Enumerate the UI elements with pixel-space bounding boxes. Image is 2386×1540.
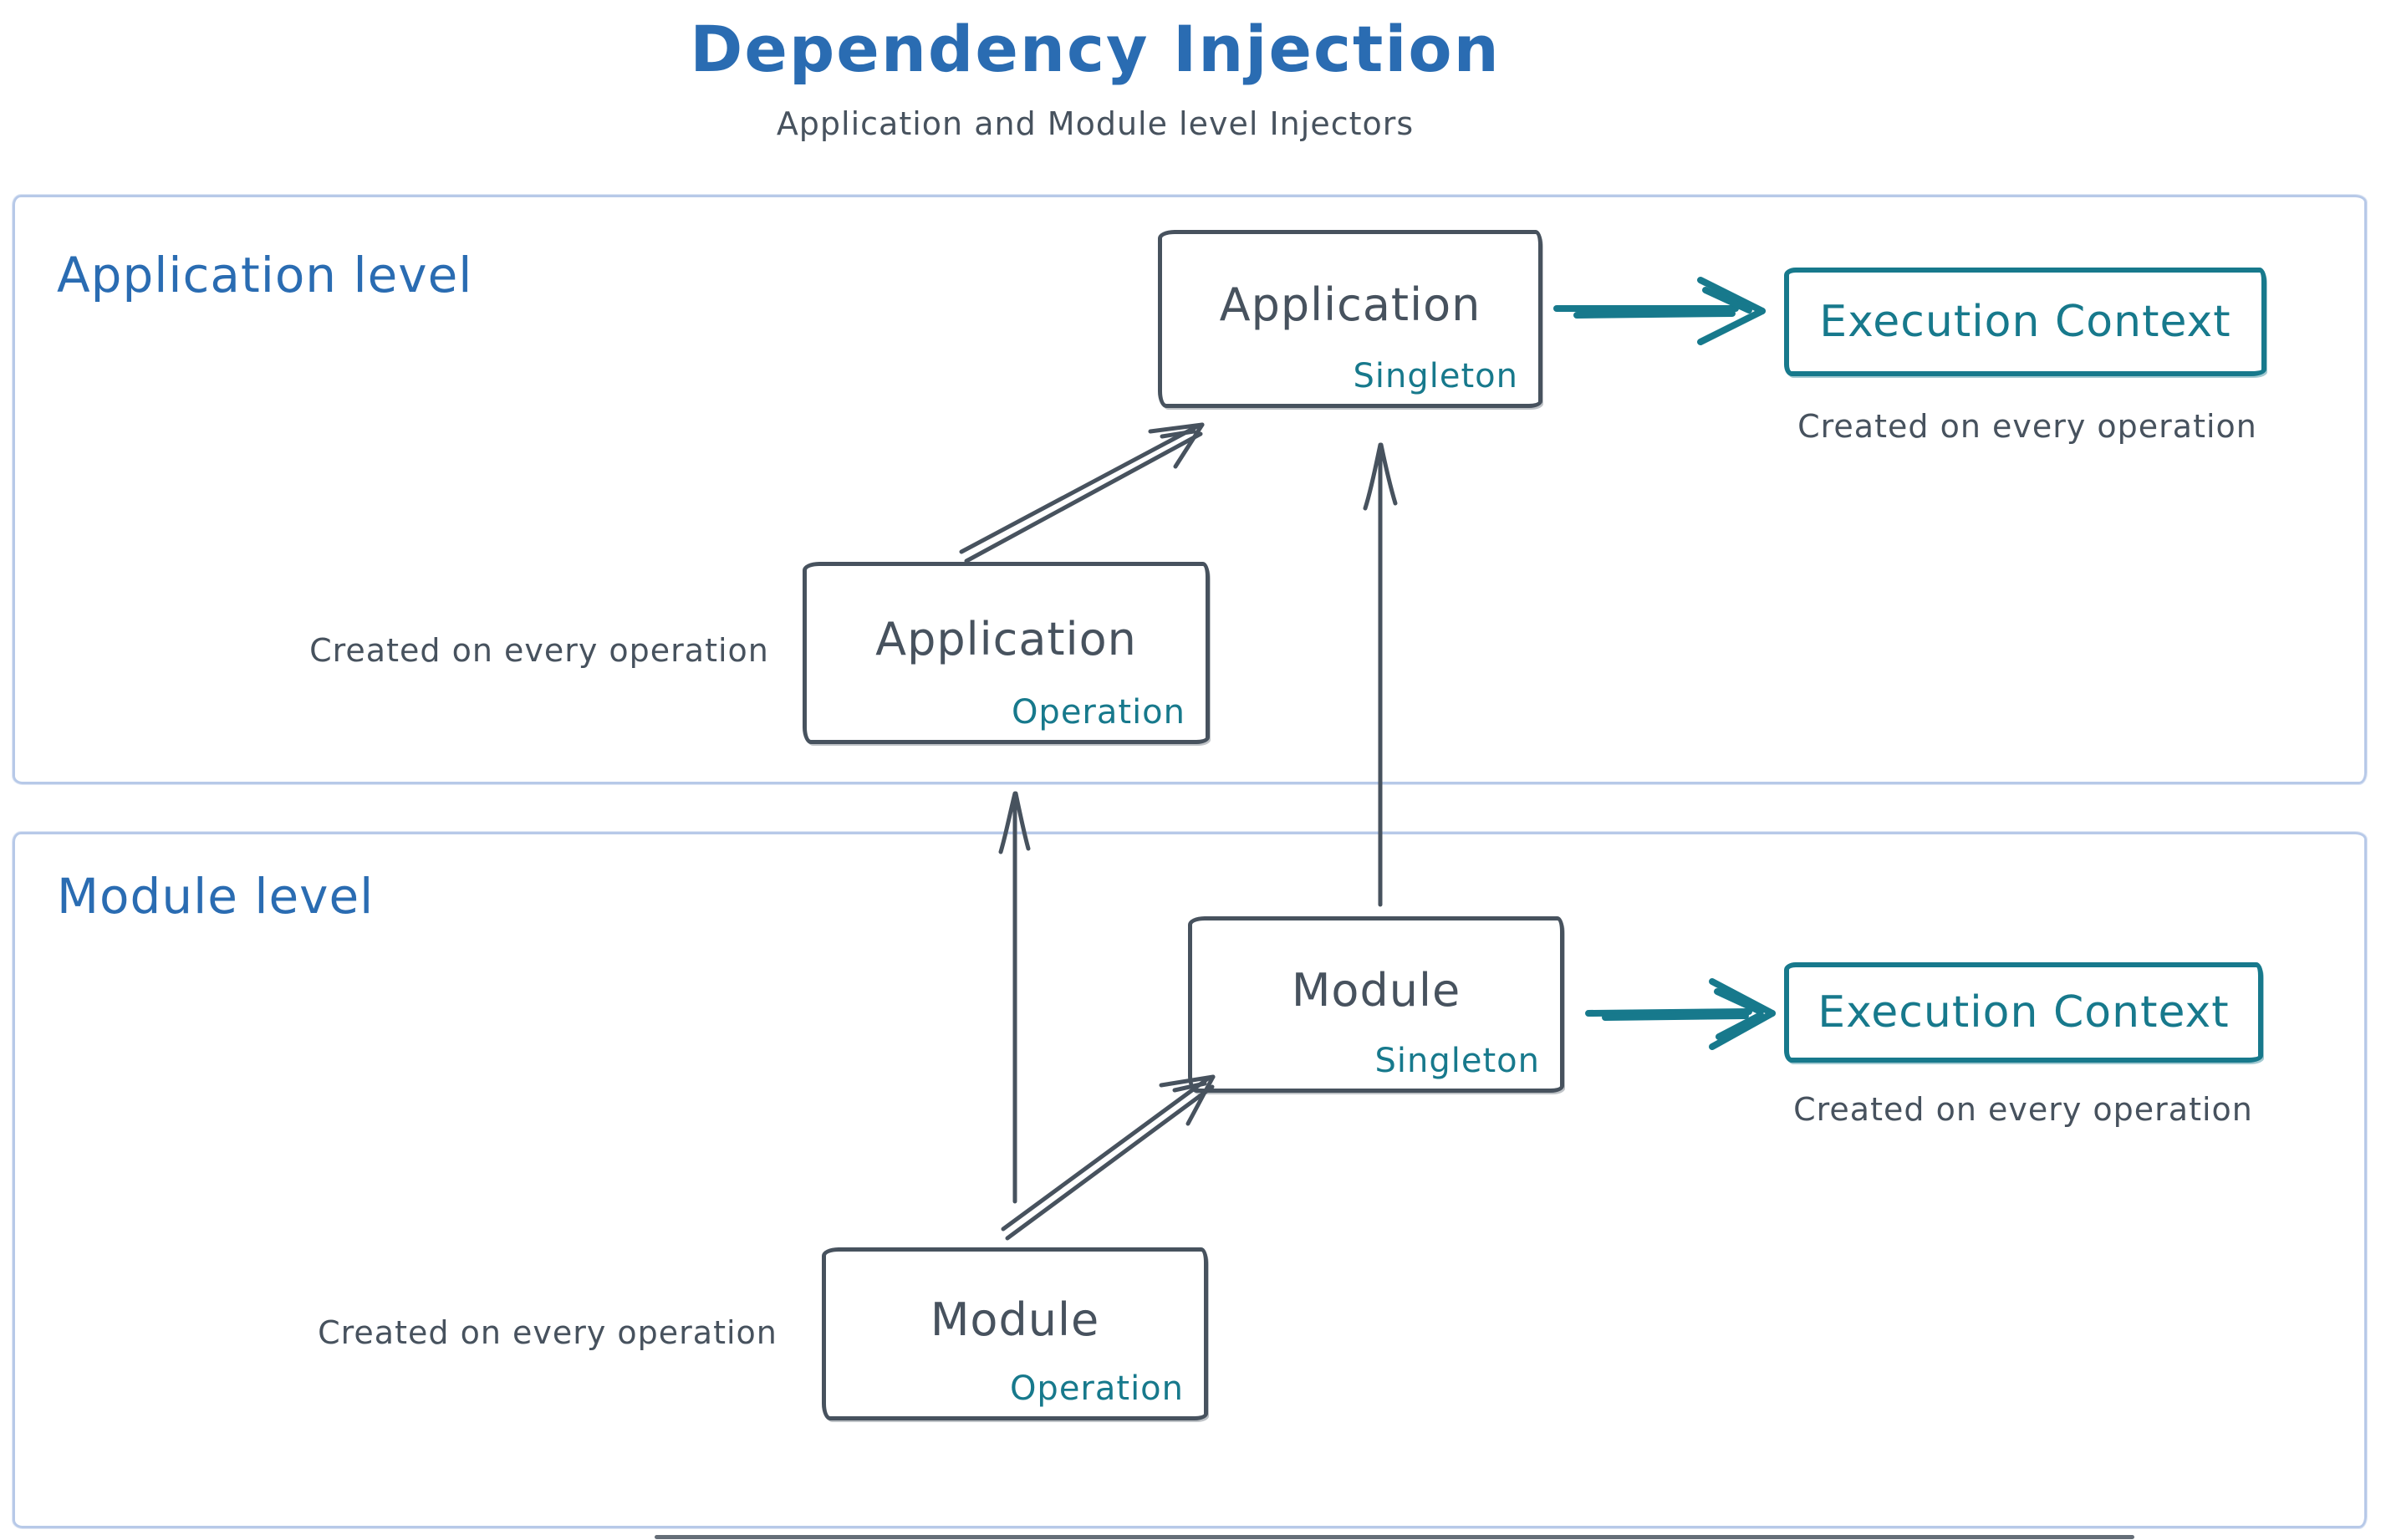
module-operation-to-module-singleton-arrow: [974, 1052, 1233, 1248]
module-execution-context-title: Execution Context: [1818, 987, 2230, 1038]
application-execution-context-box: Execution Context: [1784, 268, 2266, 376]
application-operation-caption: Created on every operation: [309, 632, 769, 669]
application-singleton-scope: Singleton: [1353, 357, 1518, 395]
module-singleton-to-execution-context-arrow: [1582, 970, 1782, 1053]
application-singleton-box: Application Singleton: [1158, 230, 1542, 408]
application-execution-context-title: Execution Context: [1819, 297, 2231, 347]
app-operation-to-app-singleton-arrow: [936, 408, 1221, 575]
module-execution-context-caption: Created on every operation: [1793, 1091, 2253, 1128]
application-execution-context-caption: Created on every operation: [1797, 408, 2257, 445]
module-singleton-to-app-singleton-arrow: [1353, 431, 1411, 910]
module-operation-scope: Operation: [1009, 1369, 1184, 1408]
bottom-edge-line: [655, 1535, 2134, 1539]
application-operation-scope: Operation: [1011, 693, 1185, 732]
module-operation-title: Module: [930, 1293, 1100, 1346]
module-execution-context-box: Execution Context: [1784, 962, 2263, 1063]
application-level-label: Application level: [57, 247, 473, 303]
application-singleton-title: Application: [1219, 278, 1481, 331]
app-singleton-to-execution-context-arrow: [1552, 272, 1777, 351]
module-operation-box: Module Operation: [822, 1247, 1208, 1420]
page-subtitle: Application and Module level Injectors: [776, 105, 1415, 142]
module-singleton-scope: Singleton: [1374, 1042, 1540, 1080]
module-singleton-box: Module Singleton: [1188, 916, 1564, 1093]
application-level-container: [13, 195, 2367, 784]
module-operation-caption: Created on every operation: [318, 1314, 777, 1351]
module-operation-to-app-operation-arrow: [988, 782, 1047, 1208]
module-singleton-title: Module: [1291, 964, 1461, 1017]
application-operation-title: Application: [875, 612, 1137, 665]
module-level-label: Module level: [57, 868, 375, 925]
page-title: Dependency Injection: [690, 12, 1501, 86]
module-level-container: [13, 832, 2367, 1528]
application-operation-box: Application Operation: [803, 562, 1210, 744]
